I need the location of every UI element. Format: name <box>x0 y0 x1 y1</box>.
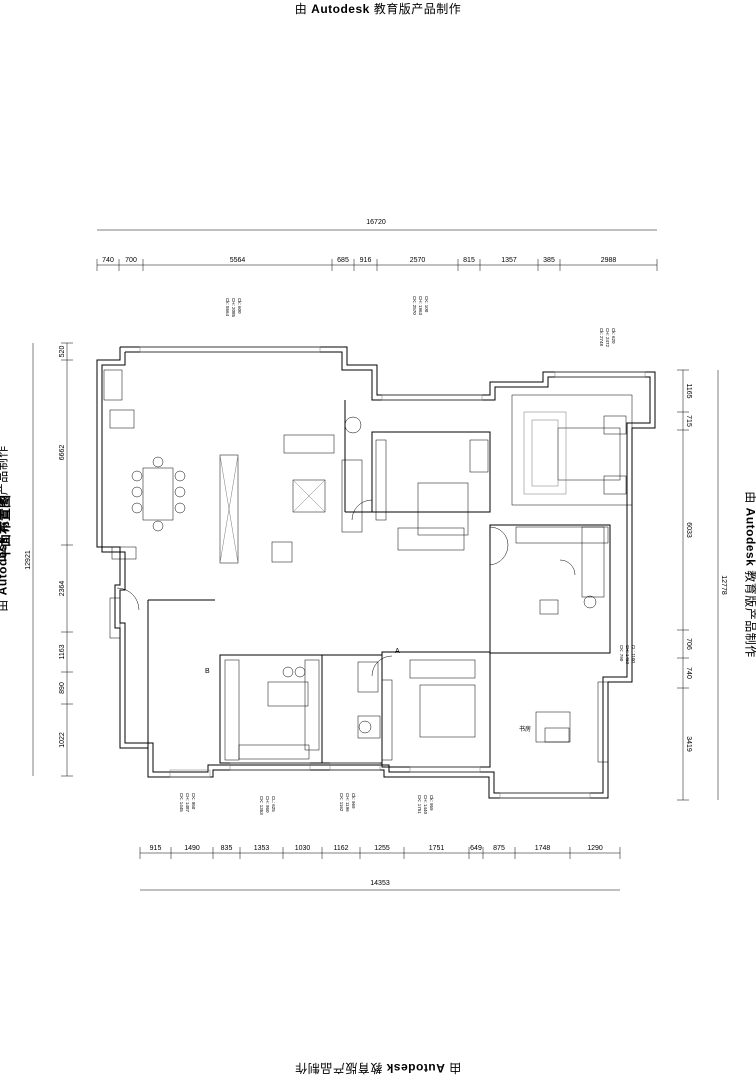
watermark-top: 由 Autodesk 教育版产品制作 <box>0 0 756 17</box>
window-note-top-a: Ck: 5564 <box>225 298 230 317</box>
window-note-bottom-d: Ck: 959 <box>429 795 434 811</box>
dim-bottom-segment: 1162 <box>333 845 348 852</box>
furniture-living <box>103 369 363 639</box>
window-note-top-b: CK: 100 <box>424 296 429 313</box>
dim-top-segment: 2570 <box>410 257 426 264</box>
dim-top-segment: 5564 <box>230 257 246 264</box>
window-note-right-a: CK: 790 <box>619 645 624 662</box>
window-note-bottom-b: CL: 625 <box>271 796 276 812</box>
watermark-prefix: 由 <box>294 2 308 16</box>
dim-top-segment: 2988 <box>601 257 617 264</box>
dim-right-segment: 3419 <box>685 736 692 752</box>
dim-bottom-segment: 875 <box>493 845 505 852</box>
window-note-top-c: CH: 2472 <box>605 328 610 348</box>
dim-bottom-segment: 915 <box>150 845 162 852</box>
window-note-right-a: CH: 1460 <box>625 645 630 665</box>
dim-top-segment: 916 <box>360 257 372 264</box>
dim-left-segment: 890 <box>59 682 66 694</box>
window-note-right-a: CL: 1100 <box>631 645 636 663</box>
dim-top-total: 16720 <box>366 219 386 226</box>
window-note-bottom-d: CH: 1440 <box>423 795 428 815</box>
window-note-bottom-b: CH: 950 <box>265 796 270 813</box>
dim-bottom-segment: 1290 <box>587 845 603 852</box>
window-note-top-c: Ck: 2748 <box>599 328 604 347</box>
dim-top-segment: 700 <box>125 257 137 264</box>
window-note-top-a: CH: 2085 <box>231 298 236 318</box>
dim-bottom-segment: 1751 <box>429 845 445 852</box>
dim-top-segment: 385 <box>543 257 555 264</box>
dim-right-total: 12778 <box>720 575 727 595</box>
interior-walls <box>147 394 633 768</box>
dim-right-segment: 1165 <box>685 383 692 398</box>
watermark-suffix: 教育版产品制作 <box>373 2 462 16</box>
dim-bottom-segment: 1490 <box>184 845 200 852</box>
dim-bottom-segment: 1748 <box>535 845 551 852</box>
window-note-bottom-b: CK: 1353 <box>259 796 264 815</box>
window-note-bottom-c: CK: 1162 <box>339 793 344 812</box>
room-label-study: 书房 <box>519 725 531 733</box>
window-note-bottom-c: Ck: 969 <box>351 793 356 809</box>
doors <box>116 499 576 677</box>
dim-bottom-segment: 649 <box>470 845 482 852</box>
dim-bottom-segment: 1255 <box>374 845 390 852</box>
room-label-a: A <box>395 648 400 655</box>
window-note-bottom-a: CK: 950 <box>191 793 196 810</box>
windows <box>139 346 646 799</box>
dim-bottom-segment: 835 <box>221 845 233 852</box>
dim-left-segment: 6662 <box>59 445 66 461</box>
dim-right-segment: 740 <box>685 667 692 679</box>
dim-right-segment: 706 <box>685 638 692 650</box>
left-title: 平面布置图 <box>0 494 12 560</box>
window-note-bottom-a: CH: 1487 <box>185 793 190 813</box>
furniture-bedrooms <box>375 411 627 763</box>
dim-top-segment: 815 <box>463 257 475 264</box>
window-note-top-c: Ck: 620 <box>611 328 616 344</box>
dim-left-segment: 1163 <box>59 644 66 659</box>
dim-left-segment: 2364 <box>59 581 66 597</box>
room-label-b: B <box>205 668 210 675</box>
dim-right-segment: 715 <box>685 415 692 427</box>
dim-bottom-total: 14353 <box>370 880 390 887</box>
dim-bottom-segment: 1353 <box>254 845 270 852</box>
dim-right-segment: 6033 <box>685 522 692 538</box>
window-note-bottom-c: CH: 1196 <box>345 793 350 812</box>
dim-bottom-segment: 1030 <box>295 845 311 852</box>
window-note-top-b: CK: 2570 <box>412 296 417 315</box>
dim-top-segment: 685 <box>337 257 349 264</box>
outer-walls <box>96 346 656 799</box>
furniture-kitchen-bath <box>224 595 597 761</box>
window-note-top-b: CH: 1963 <box>418 296 423 316</box>
window-note-bottom-d: CK: 1751 <box>417 795 422 814</box>
dimension-lines <box>32 229 719 891</box>
dim-left-total: 12921 <box>25 550 32 570</box>
window-note-top-a: Ck: 600 <box>237 298 242 314</box>
window-note-bottom-a: CK: 1445 <box>179 793 184 812</box>
dim-top-segment: 740 <box>102 257 114 264</box>
watermark-brand: Autodesk <box>311 2 370 16</box>
dim-top-segment: 1357 <box>501 257 517 264</box>
dim-left-segment: 520 <box>59 346 66 358</box>
dimension-texts: 16720 740 700 5564 685 916 2570 815 1357 385 2988 1… <box>25 219 727 887</box>
dim-left-segment: 1022 <box>59 732 66 748</box>
